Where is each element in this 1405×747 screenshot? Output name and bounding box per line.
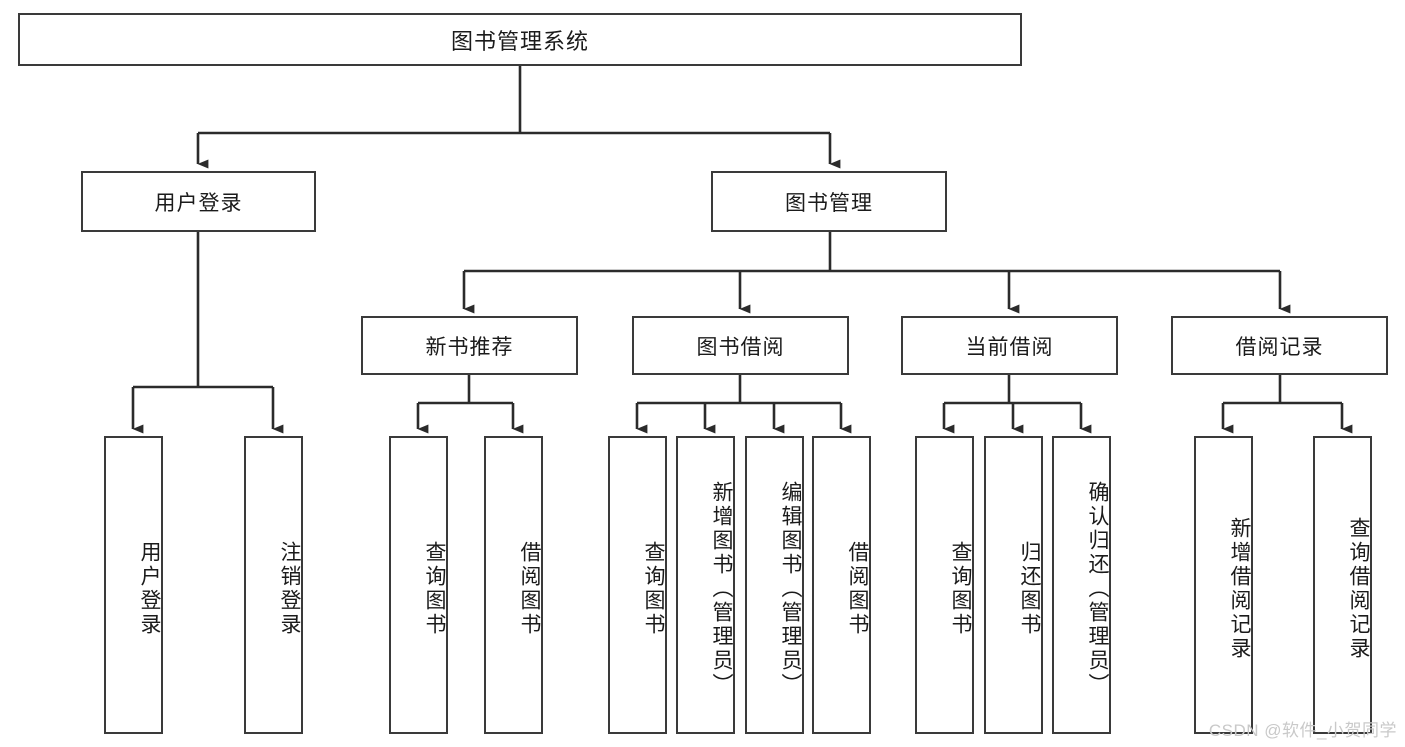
leaf-query-book-borrow[interactable]: 查询图书: [608, 436, 667, 734]
node-label: 当前借阅: [965, 335, 1054, 359]
node-label: 查询借阅记录: [1347, 517, 1370, 661]
node-new-book-recommend[interactable]: 新书推荐: [361, 316, 578, 375]
node-label: 用户登录: [154, 191, 243, 215]
leaf-logout-login[interactable]: 注销登录: [244, 436, 303, 734]
leaf-borrow-book[interactable]: 借阅图书: [812, 436, 871, 734]
node-root-system[interactable]: 图书管理系统: [18, 13, 1022, 66]
node-label: 图书借阅: [696, 335, 785, 359]
node-label: 新增借阅记录: [1228, 517, 1251, 661]
leaf-query-borrow-record[interactable]: 查询借阅记录: [1313, 436, 1372, 734]
leaf-add-borrow-record[interactable]: 新增借阅记录: [1194, 436, 1253, 734]
node-label: 确认归还（管理员）: [1086, 481, 1109, 697]
node-label: 查询图书: [642, 541, 665, 637]
node-label: 借阅图书: [518, 541, 541, 637]
node-label: 图书管理: [785, 191, 873, 215]
node-label: 归还图书: [1018, 541, 1041, 637]
node-label: 图书管理系统: [450, 28, 589, 54]
leaf-confirm-return-admin[interactable]: 确认归还（管理员）: [1052, 436, 1111, 734]
watermark-text: CSDN @软件_小贺同学: [1208, 721, 1397, 740]
node-book-management[interactable]: 图书管理: [711, 171, 947, 232]
node-label: 查询图书: [423, 541, 446, 637]
node-book-borrow[interactable]: 图书借阅: [632, 316, 849, 375]
leaf-add-book-admin[interactable]: 新增图书（管理员）: [676, 436, 735, 734]
node-borrow-record[interactable]: 借阅记录: [1171, 316, 1388, 375]
leaf-borrow-book-recommend[interactable]: 借阅图书: [484, 436, 543, 734]
leaf-query-book-current[interactable]: 查询图书: [915, 436, 974, 734]
leaf-query-book-recommend[interactable]: 查询图书: [389, 436, 448, 734]
node-label: 用户登录: [138, 541, 161, 637]
node-label: 查询图书: [949, 541, 972, 637]
leaf-return-book[interactable]: 归还图书: [984, 436, 1043, 734]
node-label: 注销登录: [278, 541, 301, 637]
node-user-login[interactable]: 用户登录: [81, 171, 316, 232]
node-label: 借阅图书: [846, 541, 869, 637]
node-label: 借阅记录: [1235, 335, 1324, 359]
leaf-user-login[interactable]: 用户登录: [104, 436, 163, 734]
node-label: 新书推荐: [425, 335, 514, 359]
leaf-edit-book-admin[interactable]: 编辑图书（管理员）: [745, 436, 804, 734]
node-current-borrow[interactable]: 当前借阅: [901, 316, 1118, 375]
node-label: 编辑图书（管理员）: [779, 481, 802, 697]
node-label: 新增图书（管理员）: [710, 481, 733, 697]
